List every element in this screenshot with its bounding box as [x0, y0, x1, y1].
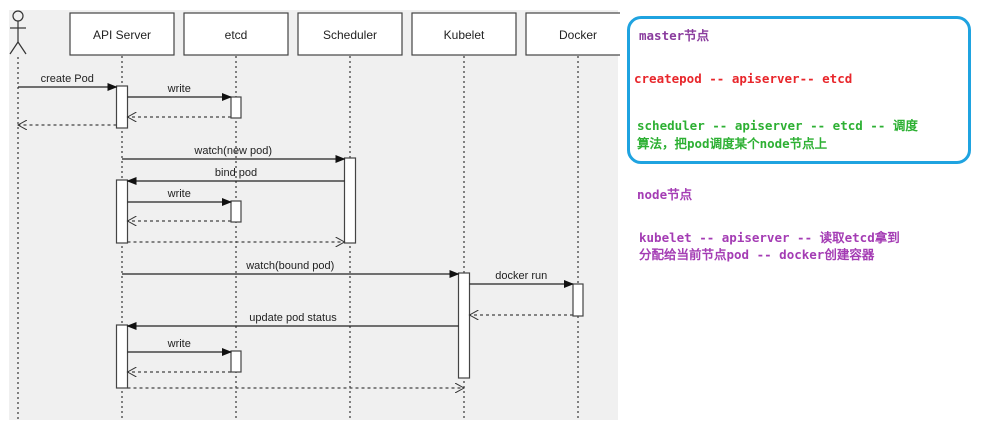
activation-bar-etcd: [230, 96, 242, 119]
participant-box: [411, 12, 517, 56]
message-label: watch(new pod): [193, 145, 272, 157]
participant-docker: Docker: [525, 12, 620, 56]
sequence-diagram: API Server etcd Scheduler Kubelet Docker cre…: [9, 10, 620, 420]
participant-label: Kubelet: [444, 28, 485, 42]
diagram-background: [9, 10, 618, 420]
activation-bar-api-server: [115, 324, 129, 389]
message-watch-bound-pod: watch(bound pod): [122, 260, 460, 278]
message-write: write: [127, 338, 232, 356]
participant-api-server: API Server: [69, 12, 175, 56]
message-label: bind pod: [215, 167, 257, 179]
master-title: master节点: [639, 28, 710, 43]
message-label: docker run: [495, 270, 547, 282]
message-label: write: [167, 83, 191, 95]
node-title: node节点: [637, 187, 693, 202]
message-label: watch(bound pod): [245, 260, 334, 272]
participant-label: Scheduler: [323, 28, 377, 42]
participant-scheduler: Scheduler: [297, 12, 403, 56]
node-kubelet-flow-line2: 分配给当前节点pod -- docker创建容器: [639, 247, 875, 262]
message-create-pod: create Pod: [18, 73, 118, 91]
activation-bar-api-server: [115, 85, 129, 129]
message-label: create Pod: [41, 73, 94, 85]
activation-bar-scheduler: [343, 157, 357, 244]
participant-label: API Server: [93, 28, 151, 42]
message-label: write: [167, 338, 191, 350]
master-createpod-flow: createpod -- apiserver-- etcd: [634, 71, 853, 86]
participant-box: [183, 12, 289, 56]
participant-box: [525, 12, 620, 56]
master-scheduler-flow-line1: scheduler -- apiserver -- etcd -- 调度: [637, 118, 918, 133]
actor-icon: [9, 10, 27, 55]
message-bind-pod: bind pod: [126, 167, 345, 185]
participant-box: [69, 12, 175, 56]
activation-bar-docker: [572, 283, 584, 317]
message-label: update pod status: [249, 312, 337, 324]
message-label: write: [167, 188, 191, 200]
master-node-note: master节点 createpod -- apiserver-- etcd s…: [627, 16, 971, 164]
activation-bar-api-server: [115, 179, 129, 244]
message-docker-run: docker run: [469, 270, 574, 288]
message-update-pod-status: update pod status: [126, 312, 459, 330]
activation-bar-kubelet: [457, 272, 471, 379]
participant-label: Docker: [559, 28, 597, 42]
participant-kubelet: Kubelet: [411, 12, 517, 56]
activation-bar-etcd: [230, 350, 242, 373]
message-watch-new-pod: watch(new pod): [122, 145, 346, 163]
master-scheduler-flow-line2: 算法，把pod调度某个node节点上: [637, 136, 828, 151]
participant-etcd: etcd: [183, 12, 289, 56]
message-write: write: [127, 188, 232, 206]
activation-bar-etcd: [230, 200, 242, 223]
participant-box: [297, 12, 403, 56]
node-kubelet-flow-line1: kubelet -- apiserver -- 读取etcd拿到: [639, 230, 900, 245]
participant-label: etcd: [225, 28, 248, 42]
message-write: write: [127, 83, 232, 101]
